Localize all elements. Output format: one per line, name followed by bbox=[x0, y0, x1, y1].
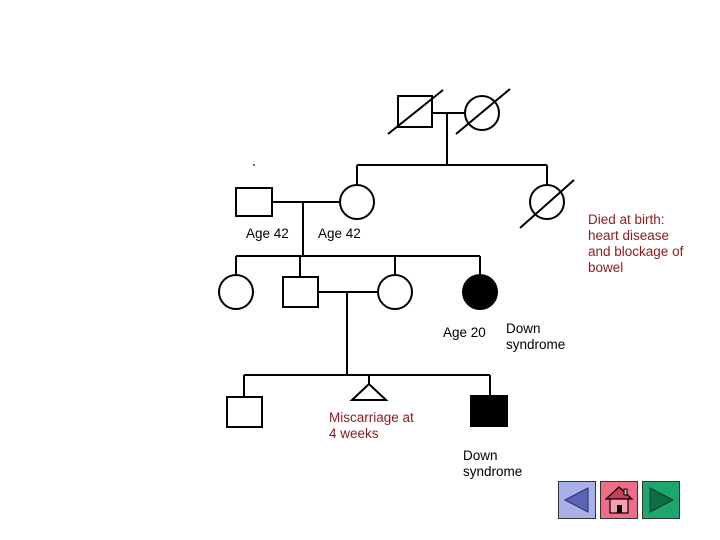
grandmother-age-label: Age 42 bbox=[318, 226, 361, 241]
triangle-right-icon bbox=[649, 487, 675, 513]
grandmother-circle bbox=[339, 184, 375, 220]
miscarriage-triangle bbox=[349, 382, 389, 401]
gen3-female-1 bbox=[218, 274, 254, 310]
forward-button[interactable] bbox=[642, 481, 680, 519]
affected-daughter-age-label: Age 20 bbox=[443, 325, 486, 340]
house-icon bbox=[604, 486, 634, 514]
back-button[interactable] bbox=[558, 481, 596, 519]
home-button[interactable] bbox=[600, 481, 638, 519]
great-grandfather-deceased-slash bbox=[387, 89, 444, 135]
grandfather-square bbox=[235, 187, 273, 217]
stray-dot bbox=[253, 164, 255, 166]
affected-son-condition-label: Down syndrome bbox=[463, 448, 523, 479]
affected-son-square bbox=[470, 395, 508, 427]
gen3-male-father bbox=[282, 276, 319, 308]
triangle-left-icon bbox=[563, 487, 589, 513]
affected-daughter-condition-label: Down syndrome bbox=[506, 321, 566, 352]
gen4-son-1-square bbox=[226, 396, 263, 428]
aunt-death-note: Died at birth: heart disease and blockag… bbox=[588, 212, 684, 275]
miscarriage-note: Miscarriage at 4 weeks bbox=[329, 410, 414, 441]
great-grandmother-deceased-slash bbox=[455, 88, 511, 135]
aunt-deceased-slash bbox=[519, 179, 575, 229]
grandfather-age-label: Age 42 bbox=[246, 226, 289, 241]
gen3-female-3 bbox=[377, 274, 413, 310]
affected-daughter-circle bbox=[462, 274, 498, 310]
